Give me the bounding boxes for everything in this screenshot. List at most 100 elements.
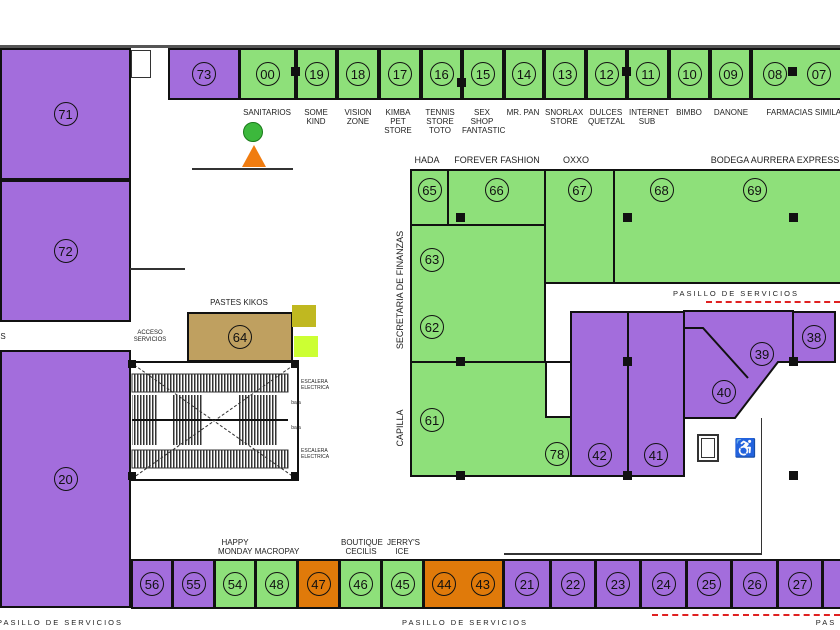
store-number: 25 bbox=[697, 572, 721, 596]
store-12[interactable]: 12 bbox=[586, 48, 627, 100]
store-23[interactable]: 23 bbox=[595, 559, 641, 609]
store-15[interactable]: 15 bbox=[462, 48, 504, 100]
label-happy-monday: HAPPY MONDAY bbox=[218, 538, 253, 556]
store-number: 16 bbox=[429, 62, 454, 86]
store-partial[interactable] bbox=[822, 559, 840, 609]
escalators bbox=[128, 360, 299, 481]
store-25[interactable]: 25 bbox=[686, 559, 732, 609]
label-internet: INTERNET SUB bbox=[629, 108, 669, 126]
label-escalera: ESCALERA ELECTRICA bbox=[301, 379, 330, 391]
store-17[interactable]: 17 bbox=[379, 48, 421, 100]
store-number: 22 bbox=[561, 572, 585, 596]
label-secretaria: SECRETARIA DE FINANZAS bbox=[395, 230, 405, 350]
store-number: 67 bbox=[567, 178, 592, 202]
store-number: 14 bbox=[512, 62, 536, 86]
store-42[interactable]: 42 bbox=[570, 311, 629, 477]
label-bimbo: BIMBO bbox=[676, 108, 702, 117]
store-27[interactable]: 27 bbox=[777, 559, 823, 609]
store-47[interactable]: 47 bbox=[297, 559, 340, 609]
wall bbox=[504, 553, 762, 555]
store-41[interactable]: 41 bbox=[627, 311, 685, 477]
store-number: 62 bbox=[420, 315, 444, 340]
store-22[interactable]: 22 bbox=[550, 559, 596, 609]
label-hada: HADA bbox=[414, 155, 440, 165]
store-40[interactable]: 40 bbox=[712, 380, 736, 404]
store-39[interactable]: 39 bbox=[750, 342, 774, 366]
store-number: 11 bbox=[636, 62, 660, 86]
store-46[interactable]: 46 bbox=[339, 559, 382, 609]
store-14[interactable]: 14 bbox=[504, 48, 544, 100]
store-number: 72 bbox=[53, 239, 78, 263]
store-number: 27 bbox=[788, 572, 812, 596]
store-20[interactable]: 20 bbox=[0, 350, 131, 608]
label-jerrys: JERRY'S ICE bbox=[387, 538, 420, 556]
store-number: 00 bbox=[255, 62, 280, 86]
store-number: 54 bbox=[223, 572, 247, 596]
label-farmacias: FARMACIAS SIMILARES bbox=[766, 108, 840, 117]
store-number: 56 bbox=[140, 572, 164, 596]
label-snorlax: SNORLAX STORE bbox=[545, 108, 584, 126]
store-10[interactable]: 10 bbox=[669, 48, 710, 100]
store-11[interactable]: 11 bbox=[627, 48, 669, 100]
restroom-icon bbox=[243, 122, 263, 142]
store-65[interactable]: 65 bbox=[410, 169, 449, 226]
label-bodega: BODEGA AURRERA EXPRESS bbox=[710, 155, 840, 165]
store-09[interactable]: 09 bbox=[710, 48, 751, 100]
store-number: 09 bbox=[718, 62, 743, 86]
store-55[interactable]: 55 bbox=[172, 559, 215, 609]
label-pasillo-servicios: PASILLO DE SERVICIOS bbox=[0, 618, 124, 627]
store-56[interactable]: 56 bbox=[131, 559, 173, 609]
store-number: 68 bbox=[649, 178, 674, 202]
column bbox=[623, 357, 632, 366]
store-64[interactable]: 64 bbox=[187, 312, 293, 362]
store-number: 46 bbox=[348, 572, 373, 596]
label-pasillo-servicios: PASILLO DE SERVICIOS bbox=[672, 289, 800, 298]
store-72[interactable]: 72 bbox=[0, 180, 131, 322]
store-16[interactable]: 16 bbox=[421, 48, 462, 100]
store-45[interactable]: 45 bbox=[381, 559, 424, 609]
column bbox=[457, 78, 466, 87]
store-number: 07 bbox=[807, 62, 831, 86]
store-18[interactable]: 18 bbox=[337, 48, 379, 100]
kiosk bbox=[294, 336, 318, 357]
store-21[interactable]: 21 bbox=[503, 559, 551, 609]
store-24[interactable]: 24 bbox=[640, 559, 687, 609]
store-71[interactable]: 71 bbox=[0, 48, 131, 180]
store-19[interactable]: 19 bbox=[296, 48, 337, 100]
wheelchair-icon: ♿ bbox=[734, 438, 757, 458]
column bbox=[291, 67, 300, 76]
column bbox=[789, 213, 798, 222]
stores-39-40 bbox=[683, 310, 794, 419]
store-00[interactable]: 00 bbox=[239, 48, 296, 100]
store-number: 21 bbox=[515, 572, 539, 596]
column bbox=[623, 471, 632, 480]
store-number: 48 bbox=[264, 572, 289, 596]
store-48[interactable]: 48 bbox=[255, 559, 298, 609]
store-13[interactable]: 13 bbox=[544, 48, 586, 100]
label-tennis: TENNIS STORE TOTO bbox=[425, 108, 455, 135]
store-78: 78 bbox=[545, 442, 569, 466]
service-route bbox=[706, 301, 840, 303]
wall bbox=[130, 268, 185, 270]
service-route bbox=[652, 614, 840, 616]
store-number: 15 bbox=[471, 62, 495, 86]
store-number: 44 bbox=[432, 572, 457, 596]
label-oxxo: OXXO bbox=[562, 155, 590, 165]
label-escalera: ESCALERA ELECTRICA bbox=[301, 448, 330, 460]
restroom-triangle-icon bbox=[242, 145, 266, 167]
label-macropay: MACROPAY bbox=[254, 547, 300, 556]
store-number: 47 bbox=[306, 572, 331, 596]
store-number: 71 bbox=[53, 102, 78, 126]
store-38[interactable]: 38 bbox=[792, 311, 836, 363]
elevator-icon[interactable] bbox=[697, 434, 719, 462]
store-67[interactable]: 67 bbox=[544, 169, 615, 284]
column bbox=[789, 357, 798, 366]
store-54[interactable]: 54 bbox=[214, 559, 256, 609]
store-26[interactable]: 26 bbox=[731, 559, 778, 609]
store-73[interactable]: 73 bbox=[168, 48, 240, 100]
store-number: 24 bbox=[651, 572, 676, 596]
store-number: 55 bbox=[181, 572, 206, 596]
